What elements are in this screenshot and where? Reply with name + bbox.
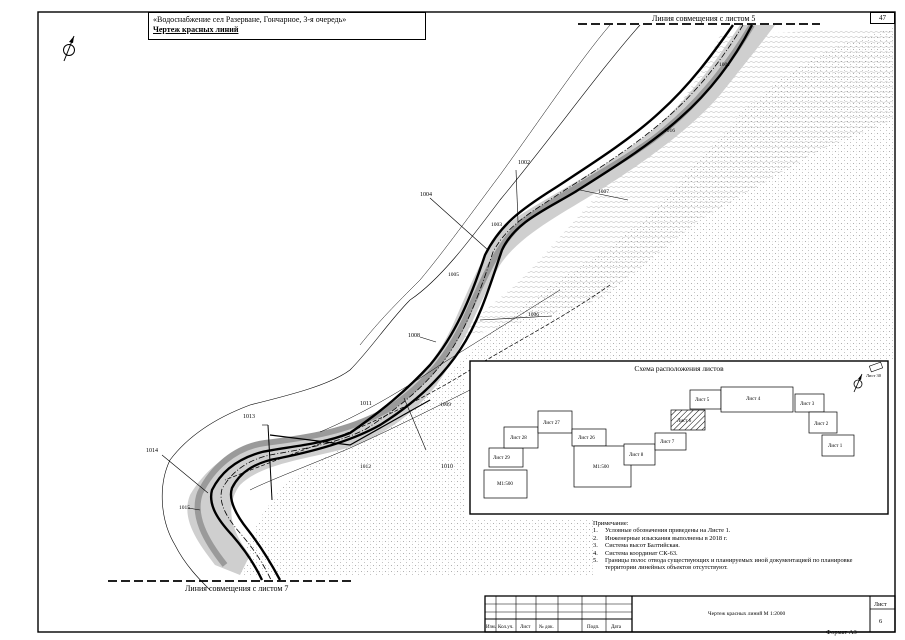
pipeline-axis [220, 24, 744, 581]
note-item: 3. Система высот Балтийская. [593, 542, 878, 549]
scheme-rect-6 [670, 409, 706, 431]
stamp-col-kolych: Кол.уч. [498, 625, 514, 630]
point-label-1015: 1015 [179, 505, 190, 511]
scheme-label-26: Лист 26 [578, 436, 595, 441]
point-label-1003: 1003 [491, 222, 502, 228]
note-item: 4. Система координат СК-63. [593, 550, 878, 557]
stamp-col-labels: Изм. Кол.уч. Лист № док. Подп. Дата [486, 624, 622, 630]
scheme-rect-28 [503, 426, 539, 449]
note-num: 3. [593, 542, 598, 550]
point-label-1012: 1012 [360, 464, 371, 470]
note-num: 4. [593, 549, 598, 557]
point-label-1004: 1004 [420, 192, 432, 198]
red-line-right [229, 24, 754, 581]
stamp-col-data: Дата [611, 625, 622, 630]
leader-lines [161, 169, 629, 511]
stamp-col-izm: Изм. [486, 625, 496, 630]
scheme-rect-7 [654, 432, 687, 451]
drawing-title: Чертеж красных линий [153, 25, 239, 34]
note-text: Границы полос отвода существующих и план… [605, 557, 853, 572]
scheme-label-2: Лист 2 [814, 422, 829, 427]
scheme-mini-label: Лист 30 [866, 373, 882, 378]
scheme-label-5: Лист 5 [695, 398, 710, 403]
note-text: Система координат СК-63. [605, 549, 678, 557]
scheme-label-1: Лист 1 [828, 444, 843, 449]
scheme-label-m500b: М1:500 [593, 465, 609, 470]
stamp-col-list: Лист [520, 625, 531, 630]
scheme-north-arrow-icon [853, 373, 863, 393]
north-arrow-icon [63, 35, 75, 62]
format-label: Формат А3 [826, 629, 857, 636]
scheme-label-7: Лист 7 [660, 440, 675, 445]
stamp-sheet-label: Лист [874, 602, 887, 608]
note-text: Инженерные изыскания выполнены в 2018 г. [605, 534, 728, 542]
matchline-top-label: Линия совмещения с листом 5 [652, 14, 755, 23]
boundary-thin-lower2 [249, 389, 471, 491]
point-label-1002: 1002 [518, 160, 530, 166]
note-num: 2. [593, 534, 598, 542]
note-item: 2. Инженерные изыскания выполнены в 2018 … [593, 535, 878, 542]
connector-line-1013 [269, 399, 431, 446]
note-text: Система высот Балтийская. [605, 542, 680, 550]
boundary-dashed-lower [224, 284, 611, 481]
point-label-1001: 1001 [719, 62, 730, 68]
notes-header: Примечание: [593, 520, 629, 527]
point-label-1007: 1007 [598, 189, 609, 195]
scheme-rect-4 [720, 386, 794, 413]
terrain-contours [455, 28, 893, 340]
scheme-rect-m500a [483, 469, 528, 499]
point-label-1014: 1014 [146, 448, 158, 454]
note-item: 1. Условные обозначения приведены на Лист… [593, 527, 878, 534]
scheme-rect-27 [537, 410, 573, 434]
survey-boundary-outer [359, 24, 611, 346]
title-stamp [484, 595, 896, 633]
stamp-col-podp: Подп. [587, 625, 599, 630]
stamp-sheet-value: 6 [879, 618, 883, 625]
point-label-1013: 1013 [243, 414, 255, 420]
connector-line-vertical [267, 424, 273, 501]
scheme-label-28: Лист 28 [510, 436, 527, 441]
scheme-rect-m500b [573, 445, 632, 488]
sheet-number-top: 47 [870, 12, 895, 24]
scheme-label-m500a: М1:500 [497, 482, 513, 487]
scheme-title: Схема расположения листов [634, 364, 724, 373]
title-box: «Водоснабжение сел Разерване, Гончарное,… [148, 12, 426, 40]
scheme-label-8: Лист 8 [629, 453, 644, 458]
scheme-label-6: Лист 6 [677, 419, 692, 424]
scheme-label-29: Лист 29 [493, 456, 510, 461]
scheme-labels: М1:500 Лист 29 Лист 28 Лист 27 Лист 26 М… [493, 397, 843, 487]
point-label-1010: 1010 [441, 464, 453, 470]
point-label-1009: 1009 [440, 402, 451, 408]
note-text: Условные обозначения приведены на Листе … [605, 527, 731, 535]
notes-block: Примечание: 1. Условные обозначения приве… [593, 520, 878, 572]
boundary-thin-lower [319, 289, 561, 433]
point-label-1008: 1008 [408, 333, 420, 339]
scheme-label-27: Лист 27 [543, 421, 560, 426]
point-label-1006: 1006 [528, 312, 539, 318]
scheme-label-4: Лист 4 [746, 397, 761, 402]
scheme-sheets [483, 386, 855, 499]
stamp-description: Чертеж красных линий М 1:2000 [708, 610, 785, 617]
note-item: 5. Границы полос отвода существующих и пл… [593, 557, 878, 572]
scheme-label-3: Лист 3 [800, 402, 815, 407]
red-line-left [209, 24, 734, 581]
point-label-1005: 1005 [448, 272, 459, 278]
matchline-bottom-label: Линия совмещения с листом 7 [185, 584, 288, 593]
note-num: 1. [593, 527, 598, 535]
project-line: «Водоснабжение сел Разерване, Гончарное,… [153, 15, 347, 24]
scheme-rect-8 [623, 443, 656, 466]
scheme-rect-2 [808, 411, 838, 434]
point-label-1016: 1016 [664, 128, 675, 134]
survey-boundary-left [161, 24, 641, 591]
scheme-mini-rect [868, 361, 884, 373]
note-num: 5. [593, 557, 598, 565]
sheet-frame [37, 11, 896, 633]
scheme-rect-1 [821, 434, 855, 457]
point-label-1011: 1011 [360, 401, 372, 407]
stamp-col-ndok: № док. [539, 624, 554, 630]
